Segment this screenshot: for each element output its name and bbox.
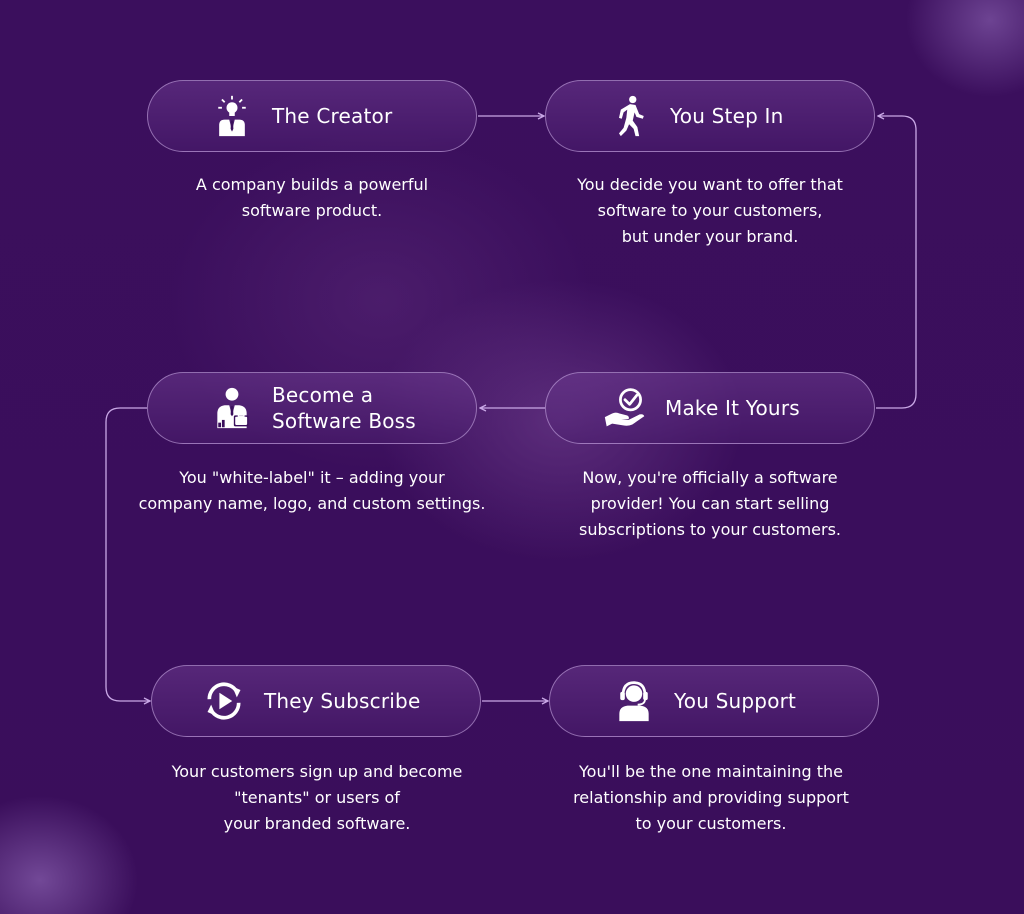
step-title: Become a Software Boss bbox=[272, 383, 416, 433]
step-title: You Support bbox=[674, 689, 797, 713]
step-card-creator: The Creator bbox=[147, 80, 477, 152]
step-title: The Creator bbox=[272, 104, 393, 128]
step-title: They Subscribe bbox=[264, 689, 421, 713]
step-card-subscribe: They Subscribe bbox=[151, 665, 481, 737]
step-card-support: You Support bbox=[549, 665, 879, 737]
lightbulb-person-icon bbox=[208, 92, 256, 140]
step-title: You Step In bbox=[670, 104, 784, 128]
step-description-make-yours: Now, you're officially a software provid… bbox=[579, 468, 841, 539]
step-card-step-in: You Step In bbox=[545, 80, 875, 152]
walking-person-icon bbox=[606, 92, 654, 140]
businessman-briefcase-icon bbox=[208, 384, 256, 432]
step-description-boss: You "white-label" it – adding your compa… bbox=[138, 468, 486, 513]
step-description-subscribe: Your customers sign up and become "tenan… bbox=[171, 762, 463, 833]
hand-check-icon bbox=[601, 384, 649, 432]
headset-person-icon bbox=[610, 677, 658, 725]
step-description-creator: A company builds a powerful software pro… bbox=[195, 175, 429, 220]
step-description-step-in: You decide you want to offer that softwa… bbox=[577, 175, 843, 246]
play-cycle-icon bbox=[200, 677, 248, 725]
step-card-boss: Become a Software Boss bbox=[147, 372, 477, 444]
step-description-support: You'll be the one maintaining the relati… bbox=[573, 762, 849, 833]
step-title: Make It Yours bbox=[665, 396, 800, 420]
step-card-make-yours: Make It Yours bbox=[545, 372, 875, 444]
